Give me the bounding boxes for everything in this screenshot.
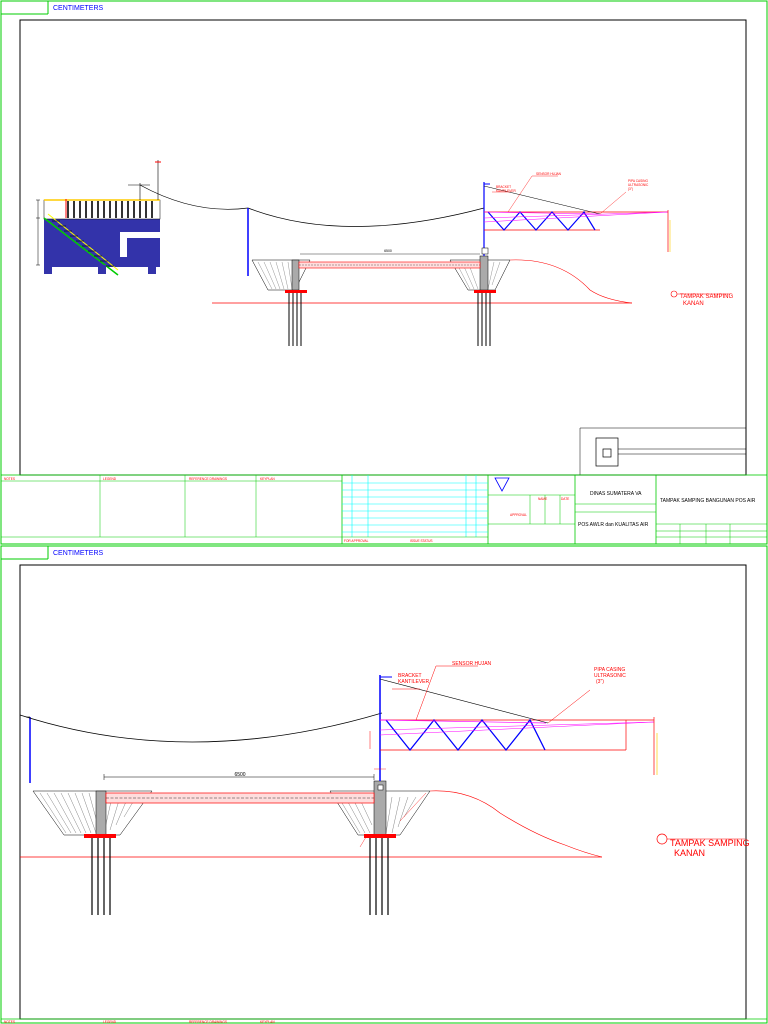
drawing-sheet-2: CENTIMETERS 6500 (0, 545, 768, 1024)
label-pipe-size-2: (3") (596, 679, 604, 685)
units-label: CENTIMETERS (53, 5, 104, 12)
units-label-2: CENTIMETERS (53, 550, 104, 557)
tb-keyplan: KEYPLAN (260, 477, 275, 481)
view-title-2-line-1: TAMPAK SAMPING (670, 838, 750, 848)
label-pipe-size: (3") (628, 187, 633, 191)
tb-for-approval: FOR APPROVAL (344, 539, 369, 543)
annotations-2: SENSOR HUJAN BRACKET KANTILEVER PIPA CAS… (359, 661, 626, 848)
label-pipa-casing-2: PIPA CASING (594, 667, 625, 673)
tb-approval: APPROVAL (510, 513, 527, 517)
pos-air-building (36, 160, 161, 276)
view-title-2: TAMPAK SAMPING KANAN (656, 833, 750, 858)
tb-drawing-title: TAMPAK SAMPING BANGUNAN POS AIR (660, 498, 756, 504)
span-dimension-2: 6500 (234, 772, 245, 778)
span-dimension: 6500 (384, 249, 392, 253)
cantilever-bracket-2 (369, 675, 658, 781)
view-title-line-1: TAMPAK SAMPING (680, 294, 733, 300)
drawing-sheet-1: CENTIMETERS (0, 0, 768, 545)
label-ultrasonic: ULTRASONIC (628, 183, 649, 187)
sheet-2-border (0, 545, 768, 1024)
tb-reference: REFERENCE DRAWINGS (189, 477, 227, 481)
cantilever-bracket (481, 182, 671, 256)
label-bracket: BRACKET (496, 185, 511, 189)
title-block: NOTES LEGEND REFERENCE DRAWINGS KEYPLAN … (0, 474, 768, 545)
sheet-1-canvas: CENTIMETERS (0, 0, 768, 545)
tb-legend: LEGEND (103, 477, 117, 481)
label-bracket-2: BRACKET (398, 673, 422, 679)
label-kantilever-2: KANTILEVER (398, 679, 430, 685)
tb-keyplan-2: KEYPLAN (260, 1020, 275, 1024)
cable-right (247, 207, 485, 227)
view-title: TAMPAK SAMPING KANAN (670, 290, 733, 307)
cable-left (139, 184, 249, 210)
tb-name: NAME (538, 497, 547, 501)
tb-notes: NOTES (4, 477, 15, 481)
tb-issue-status: ISSUE STATUS (410, 539, 433, 543)
tb-owner: DINAS SUMATERA VA (590, 491, 642, 497)
label-sensor-hujan-2: SENSOR HUJAN (452, 661, 492, 667)
detail-section (579, 427, 746, 475)
label-pipa-casing: PIPA CASING (628, 179, 648, 183)
tb-legend-2: LEGEND (103, 1020, 117, 1024)
title-block-2: NOTES LEGEND REFERENCE DRAWINGS KEYPLAN (1, 1018, 767, 1024)
label-kantilever: KANTILEVER (496, 189, 517, 193)
bridge-structure-2: 6500 (32, 772, 603, 915)
tb-project: POS AWLR dan KUALITAS AIR (578, 522, 649, 528)
label-ultrasonic-2: ULTRASONIC (594, 673, 626, 679)
tb-notes-2: NOTES (4, 1020, 15, 1024)
view-title-line-2: KANAN (683, 301, 704, 307)
tb-reference-2: REFERENCE DRAWINGS (189, 1020, 227, 1024)
bridge-structure: 6500 (251, 249, 633, 346)
sheet-2-canvas: CENTIMETERS 6500 (0, 545, 768, 1024)
tb-date: DATE (561, 497, 569, 501)
view-title-2-line-2: KANAN (674, 848, 705, 858)
cable-2 (19, 712, 383, 743)
annotations: SENSOR HUJAN BRACKET KANTILEVER PIPA CAS… (492, 172, 649, 215)
label-sensor-hujan: SENSOR HUJAN (536, 172, 562, 176)
